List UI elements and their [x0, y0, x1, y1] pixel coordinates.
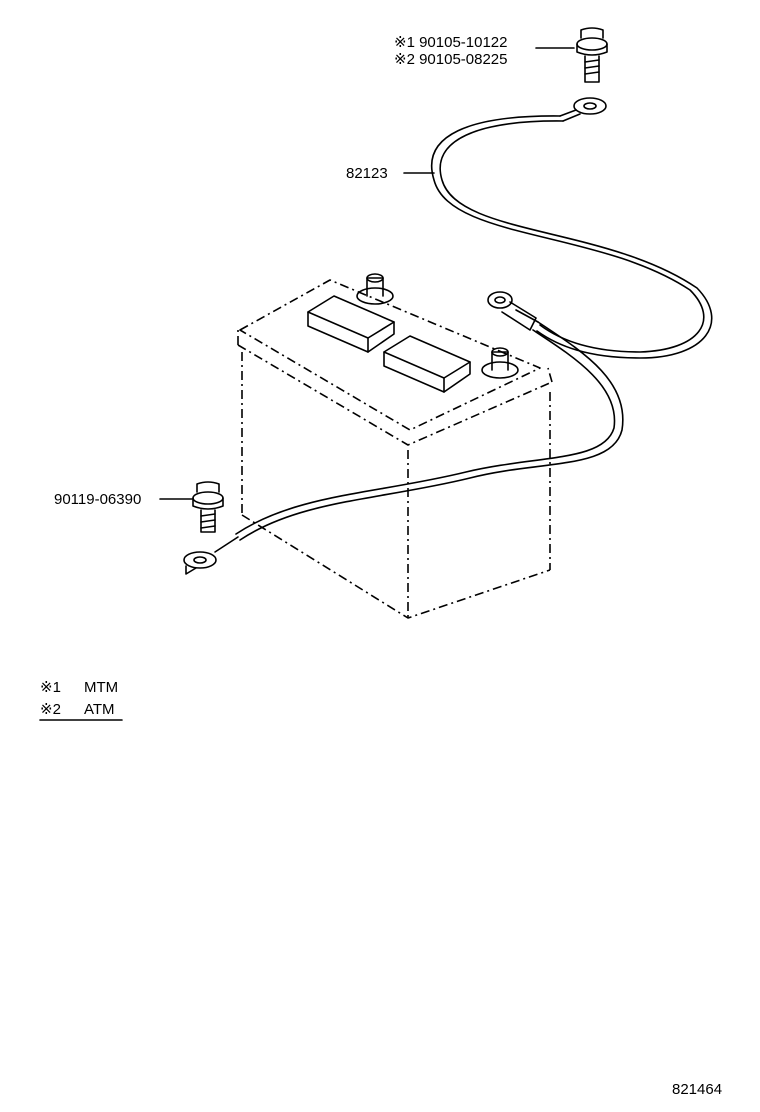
bolt-left [192, 481, 224, 533]
label-bolt-left: 90119-06390 [54, 491, 141, 508]
legend-text-2: ATM [84, 701, 115, 718]
battery-terminal-positive [356, 273, 394, 305]
battery-vent-cap-2 [383, 335, 471, 393]
legend: ※1 MTM ※2 ATM [39, 679, 123, 721]
bolt-top [576, 27, 608, 83]
label-bolt-top-line1: ※1 90105-10122 [394, 34, 508, 51]
label-bolt-top-line2: ※2 90105-08225 [394, 51, 508, 68]
label-cable: 82123 [346, 165, 388, 182]
battery-terminal-negative [481, 347, 519, 379]
legend-text-1: MTM [84, 679, 118, 696]
battery [237, 279, 553, 619]
battery-vent-cap-1 [307, 295, 395, 353]
battery-cable-to-body [183, 291, 624, 575]
ground-cable-82123 [431, 97, 713, 359]
illustration-number: 821464 [672, 1081, 722, 1098]
legend-mark-2: ※2 [40, 701, 61, 718]
legend-mark-1: ※1 [40, 679, 61, 696]
